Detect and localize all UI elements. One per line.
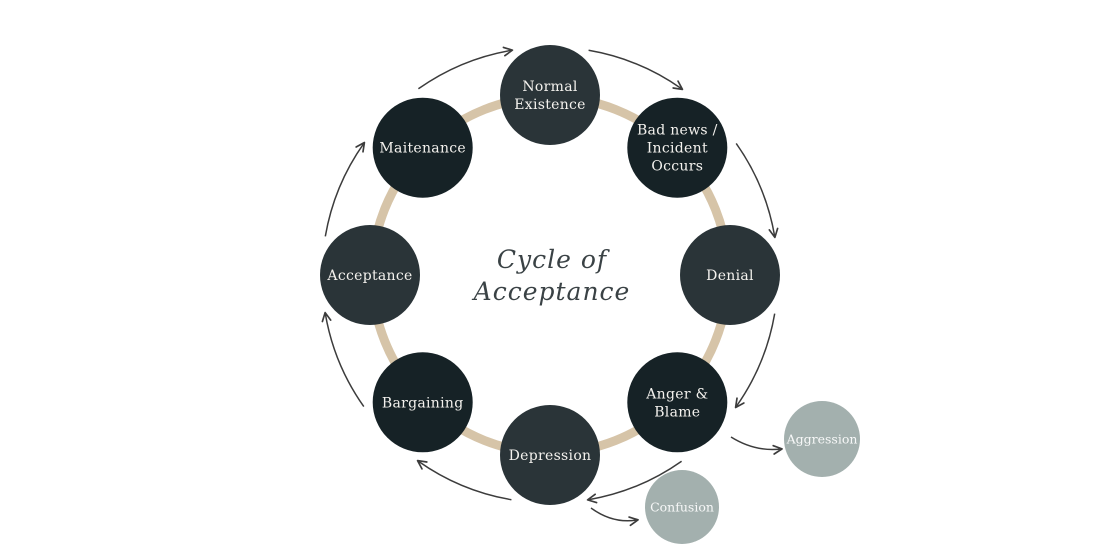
branch-label: Confusion <box>650 500 714 515</box>
stage-node-acceptance: Acceptance <box>320 225 420 325</box>
cycle-arrow <box>735 142 779 239</box>
stage-label: Maitenance <box>379 141 466 157</box>
cycle-arrows <box>321 46 779 504</box>
stage-circle <box>372 352 473 453</box>
branch-circle <box>784 401 860 477</box>
stage-node-maitenance: Maitenance <box>372 97 473 198</box>
cycle-arrow <box>321 311 365 408</box>
diagram-title-line-2: Acceptance <box>472 277 631 306</box>
cycle-arrow <box>324 141 366 237</box>
stage-node-anger-blame: Anger & Blame <box>627 352 728 453</box>
stage-circle <box>320 225 420 325</box>
cycle-arrow <box>734 313 776 409</box>
stage-label: Denial <box>706 268 754 284</box>
stage-label: Depression <box>509 448 592 464</box>
stage-label: Anger & <box>645 386 708 402</box>
stage-node-depression: Depression <box>500 405 600 505</box>
stage-label: Bad news / <box>637 123 718 139</box>
stage-label: Acceptance <box>326 268 412 284</box>
cycle-arrow <box>588 49 684 91</box>
stage-label: Existence <box>514 97 586 113</box>
branch-node-confusion: Confusion <box>645 470 719 544</box>
cycle-arrow <box>416 459 512 501</box>
stage-label: Bargaining <box>382 395 464 411</box>
stage-circle <box>627 97 728 198</box>
stage-node-denial: Denial <box>680 225 780 325</box>
branch-arrows <box>590 436 783 527</box>
stage-circle <box>500 405 600 505</box>
branch-node-aggression: Aggression <box>784 401 860 477</box>
stage-label: Incident <box>647 141 708 157</box>
branch-arrow-confusion <box>590 507 639 527</box>
branch-circle <box>645 470 719 544</box>
branch-label: Aggression <box>786 432 858 447</box>
stage-circle <box>627 352 728 453</box>
stage-label: Normal <box>522 79 577 95</box>
diagram-title-line-1: Cycle of <box>497 245 610 274</box>
cycle-arrow <box>586 460 683 504</box>
stage-circle <box>372 97 473 198</box>
stage-node-bargaining: Bargaining <box>372 352 473 453</box>
stage-label: Blame <box>654 404 700 420</box>
branch-arrow-aggression <box>730 436 783 455</box>
stage-circle <box>500 45 600 145</box>
stage-label: Occurs <box>651 159 703 175</box>
stage-circle <box>680 225 780 325</box>
cycle-arrow <box>417 46 514 90</box>
